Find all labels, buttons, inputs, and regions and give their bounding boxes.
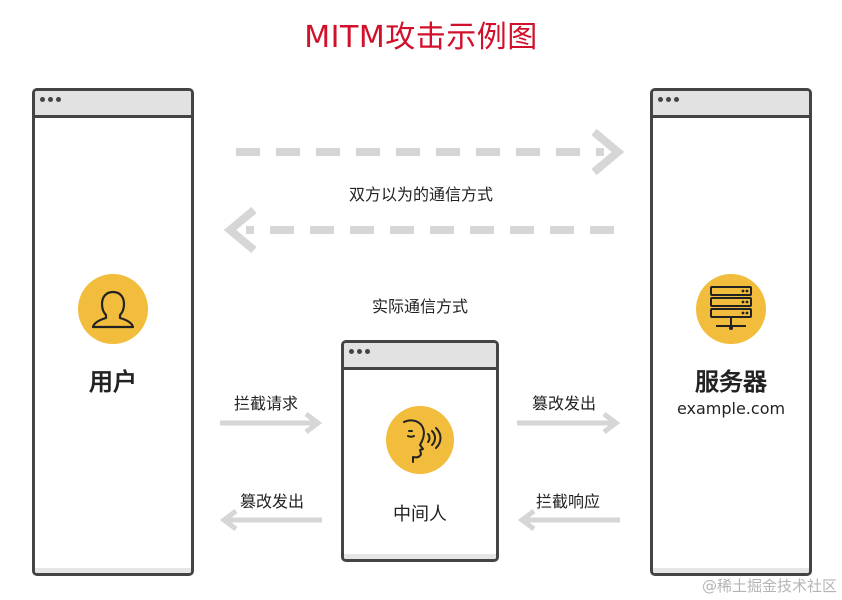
assumed-response-arrowhead <box>223 206 257 254</box>
server-domain: example.com <box>676 399 786 418</box>
tamper-send-right-label: 篡改发出 <box>531 394 596 413</box>
window-dots-icon <box>40 97 64 116</box>
user-icon <box>78 274 148 344</box>
intercept-response-label: 拦截响应 <box>535 492 600 511</box>
eavesdropper-icon <box>386 406 454 474</box>
user-label: 用户 <box>89 368 137 396</box>
window-dots-icon <box>658 97 682 116</box>
actual-channel-label: 实际通信方式 <box>371 297 468 316</box>
diagram-title: MITM攻击示例图 <box>304 20 538 55</box>
middleman-window <box>341 340 499 562</box>
window-dots-icon <box>349 349 373 368</box>
tamper-send-left-label: 篡改发出 <box>239 492 304 511</box>
window-titlebar <box>35 91 191 118</box>
watermark: @稀土掘金技术社区 <box>701 577 837 595</box>
intercept-request-label: 拦截请求 <box>233 394 298 413</box>
middleman-label: 中间人 <box>393 504 447 525</box>
server-label: 服务器 <box>695 368 767 396</box>
window-titlebar <box>653 91 809 118</box>
window-titlebar <box>344 343 496 370</box>
assumed-request-arrowhead <box>591 128 625 176</box>
assumed-channel-label: 双方以为的通信方式 <box>348 185 493 204</box>
server-icon <box>696 274 766 344</box>
